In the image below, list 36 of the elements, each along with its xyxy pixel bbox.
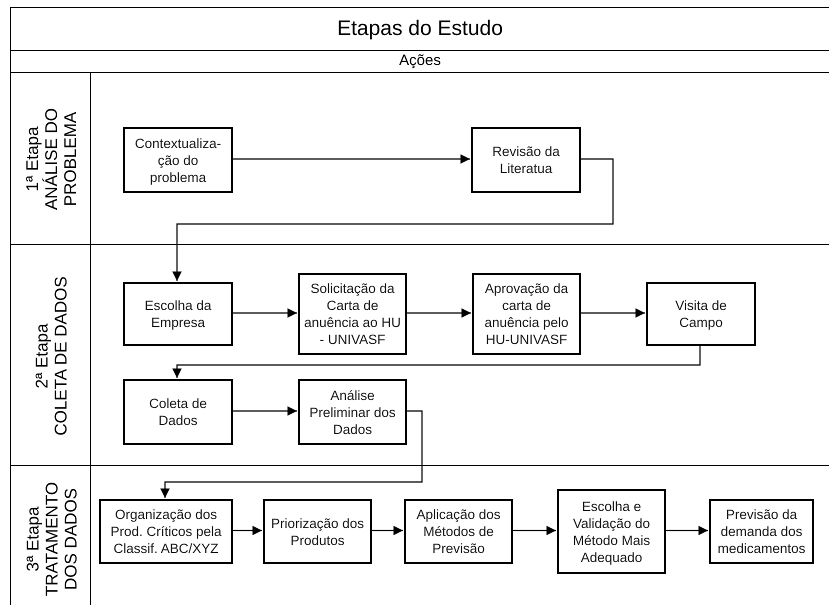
arrow xyxy=(172,345,701,378)
stage-label: 2ª Etapa xyxy=(32,323,51,388)
stage-label: 3ª Etapa xyxy=(22,506,42,571)
arrow xyxy=(512,526,556,536)
process-box: Previsão da demanda dos medicamentos xyxy=(709,499,814,564)
arrow xyxy=(371,526,403,536)
process-box: Aprovação da carta de anuência pelo HU-UNIVASF xyxy=(472,273,581,355)
column-header: Ações xyxy=(399,51,441,72)
arrow xyxy=(406,308,471,318)
title: Etapas do Estudo xyxy=(337,16,503,42)
stage-label: 1ª Etapa xyxy=(22,126,42,192)
stage-label: TRATAMENTO DOS DADOS xyxy=(42,480,80,598)
swimlane xyxy=(10,465,829,605)
arrow xyxy=(232,406,297,416)
arrow xyxy=(160,410,423,498)
arrow xyxy=(172,158,614,281)
process-box: Coleta de Dados xyxy=(123,379,233,445)
arrow xyxy=(580,308,645,318)
process-box: Escolha e Validação do Método Mais Adequado xyxy=(557,489,666,574)
process-box: Escolha da Empresa xyxy=(123,282,233,346)
process-box: Aplicação dos Métodos de Previsão xyxy=(404,499,513,564)
stage-label: ANÁLISE DO PROBLEMA xyxy=(42,106,80,212)
stage-label: COLETA DE DADOS xyxy=(51,276,70,436)
process-box: Revisão da Literatua xyxy=(471,127,581,193)
arrow xyxy=(665,526,708,536)
process-box: Organização dos Prod. Críticos pela Classif. ABC/XYZ xyxy=(99,499,233,564)
process-box: Contextualiza- ção do problema xyxy=(123,127,233,193)
arrow xyxy=(232,308,297,318)
swimlane xyxy=(10,72,829,244)
arrow xyxy=(232,154,470,164)
swimlane xyxy=(10,244,829,465)
process-box: Solicitação da Carta de anuência ao HU - UNIVASF xyxy=(298,273,407,355)
arrow xyxy=(232,526,262,536)
process-box: Visita de Campo xyxy=(646,282,756,346)
process-box: Análise Preliminar dos Dados xyxy=(298,379,407,445)
process-box: Priorização dos Produtos xyxy=(263,499,372,564)
